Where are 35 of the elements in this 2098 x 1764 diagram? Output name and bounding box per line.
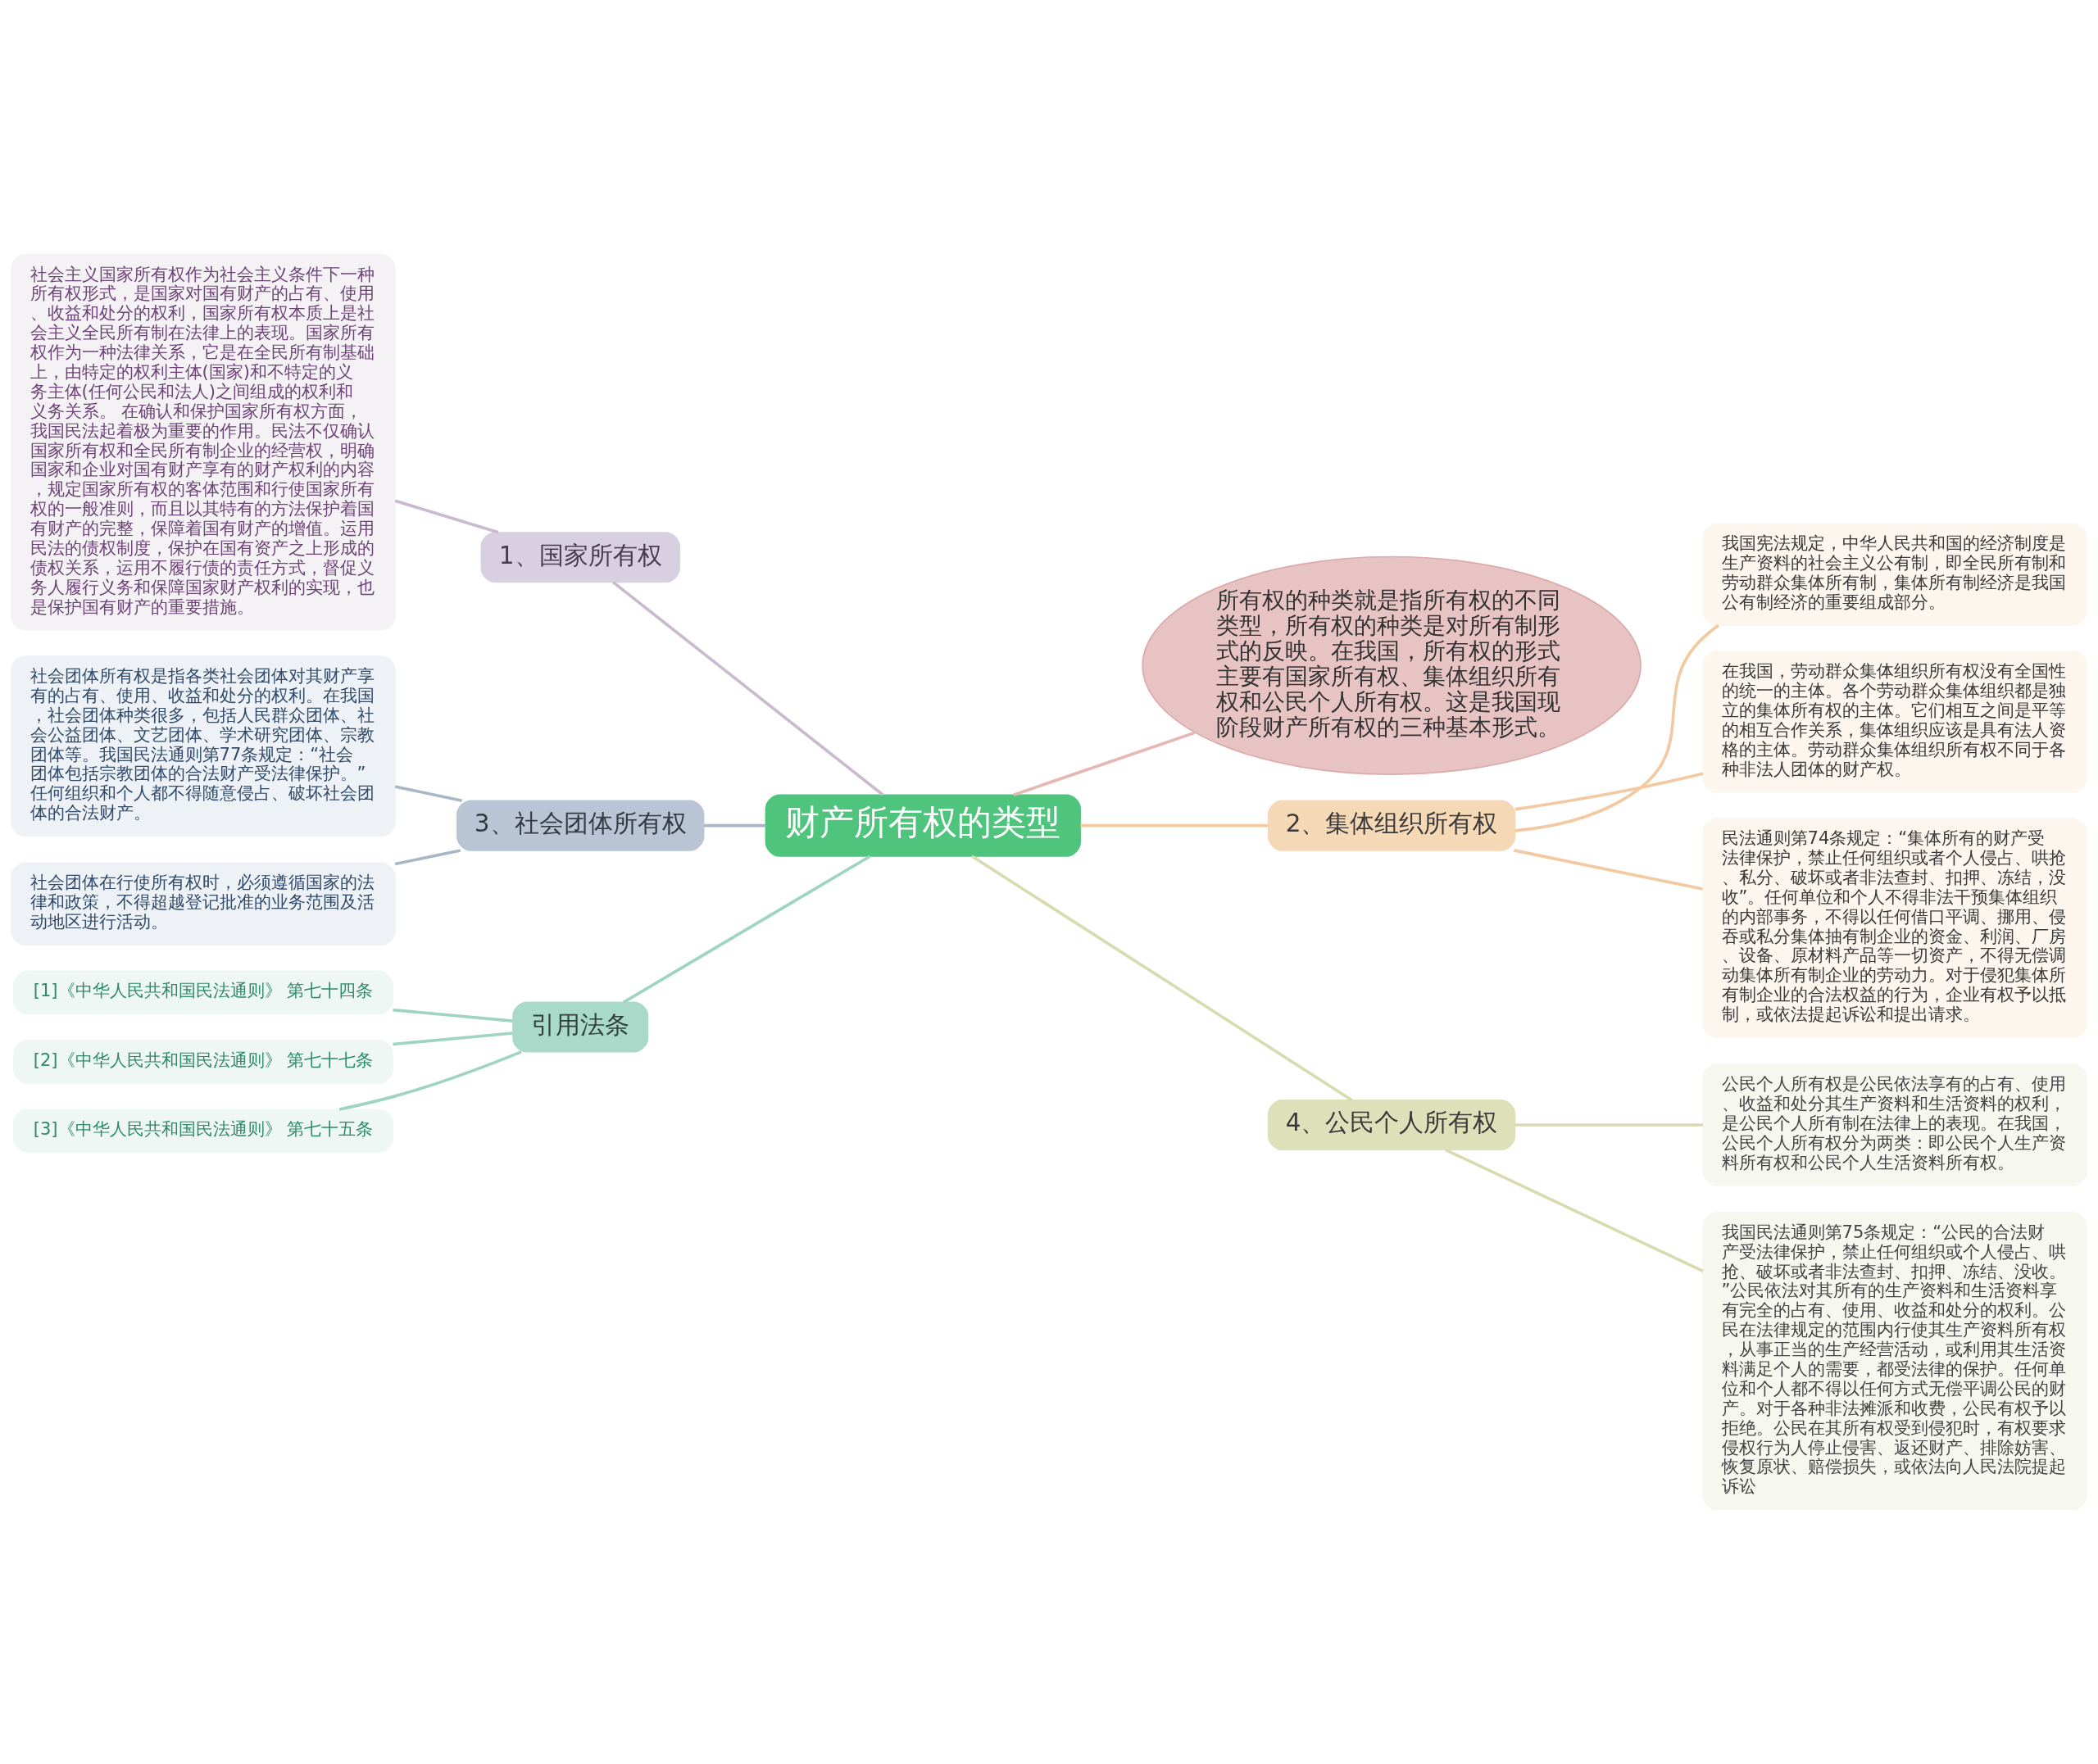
connector bbox=[611, 581, 884, 796]
node-box: 财产所有权的类型 bbox=[765, 794, 1081, 857]
connector bbox=[1080, 823, 1269, 828]
node-box: 2、集体组织所有权 bbox=[1267, 800, 1516, 851]
node-box: 社会团体所有权是指各类社会团体对其财产享有的占有、使用、收益和处分的权利。在我国，社会团体种类很多，包括人民群众团体、社会公益团体、文艺团体、学术研究团体、宗教团体等。我国民法通则第77条规定：“社会团体包括宗教团体的合法财产受法律保护。”任何组织和个人都不得随意侵占、破坏社会团体的合法财产。 bbox=[11, 655, 396, 837]
connector bbox=[1013, 731, 1196, 796]
node-box: 在我国，劳动群众集体组织所有权没有全国性的统一的主体。各个劳动群众集体组织都是独立的集体所有权的主体。它们相互之间是平等的相互合作关系，集体组织应该是具有法人资格的主体。劳动群众集体组织所有权不同于各种非法人团体的财产权。 bbox=[1702, 651, 2087, 793]
connector bbox=[394, 499, 499, 534]
node-box: 我国宪法规定，中华人民共和国的经济制度是生产资料的社会主义公有制，即全民所有制和劳动群众集体所有制，集体所有制经济是我国公有制经济的重要组成部分。 bbox=[1702, 523, 2087, 626]
connector bbox=[393, 1032, 513, 1046]
connector bbox=[1444, 1148, 1704, 1273]
node-box: 社会团体在行使所有权时，必须遵循国家的法律和政策，不得超越登记批准的业务范围及活动地区进行活动。 bbox=[11, 862, 396, 945]
node-ellipse: 所有权的种类就是指所有权的不同类型，所有权的种类是对所有制形式的反映。在我国，所有权的形式主要有国家所有权、集体组织所有权和公民个人所有权。这是我国现阶段财产所有权的三种基本形式。 bbox=[1142, 556, 1642, 775]
node-box: [3]《中华人民共和国民法通则》 第七十五条 bbox=[13, 1109, 393, 1153]
connector bbox=[394, 849, 461, 866]
node-box: 社会主义国家所有权作为社会主义条件下一种所有权形式，是国家对国有财产的占有、使用、收益和处分的权利，国家所有权本质上是社会主义全民所有制在法律上的表现。国家所有权作为一种法律关系，它是在全民所有制基础上，由特定的权利主体(国家)和不特定的义务主体(任何公民和法人)之间组成的权利和义务关系。 在确认和保护国家所有权方面，我国民法起着极为重要的作用。民法不仅确认国家所有权和全民所有制企业的经营权，明确国家和企业对国有财产享有的财产权利的内容，规定国家所有权的客体范围和行使国家所有权的一般准则，而且以其特有的方法保护着国有财产的完整，保障着国有财产的增值。运用民法的债权制度，保护在国有资产之上形成的债权关系，运用不履行债的责任方式，督促义务人履行义务和保障国家财产权利的实现，也是保护国有财产的重要措施。 bbox=[11, 253, 396, 631]
connector bbox=[1514, 849, 1703, 891]
connector bbox=[338, 1050, 522, 1111]
connector bbox=[703, 823, 766, 828]
connector bbox=[393, 1008, 513, 1023]
node-box: [2]《中华人民共和国民法通则》 第七十七条 bbox=[13, 1039, 393, 1084]
connector bbox=[1514, 1123, 1703, 1127]
node-box: 4、公民个人所有权 bbox=[1267, 1099, 1516, 1151]
connector bbox=[623, 855, 871, 1004]
connector bbox=[1514, 624, 1719, 832]
node-box: 1、国家所有权 bbox=[480, 532, 680, 583]
node-box: 民法通则第74条规定：“集体所有的财产受法律保护，禁止任何组织或者个人侵占、哄抢、私分、破坏或者非法查封、扣押、冻结，没收”。任何单位和个人不得非法干预集体组织的内部事务，不得以任何借口平调、挪用、侵吞或私分集体抽有制企业的资金、利润、厂房、设备、原材料产品等一切资产，不得无偿调动集体所有制企业的劳动力。对于侵犯集体所有制企业的合法权益的行为，企业有权予以抵制，或依法提起诉讼和提出请求。 bbox=[1702, 818, 2087, 1039]
node-box: [1]《中华人民共和国民法通则》 第七十四条 bbox=[13, 970, 393, 1015]
node-box: 引用法条 bbox=[512, 1001, 649, 1053]
connector bbox=[1514, 772, 1704, 811]
connector bbox=[970, 855, 1353, 1102]
node-box: 我国民法通则第75条规定：“公民的合法财产受法律保护，禁止任何组织或个人侵占、哄抢、破坏或者非法查封、扣押、冻结、没收。”公民依法对其所有的生产资料和生活资料享有完全的占有、使用、收益和处分的权利。公民在法律规定的范围内行使其生产资料所有权，从事正当的生产经营活动，或利用其生活资料满足个人的需要，都受法律的保护。任何单位和个人都不得以任何方式无偿平调公民的财产。对于各种非法摊派和收费，公民有权予以拒绝。公民在其所有权受到侵犯时，有权要求侵权行为人停止侵害、返还财产、排除妨害、恢复原状、赔偿损失，或依法向人民法院提起诉讼 bbox=[1702, 1211, 2087, 1511]
connector bbox=[394, 785, 463, 803]
node-box: 公民个人所有权是公民依法享有的占有、使用、收益和处分其生产资料和生活资料的权利，是公民个人所有制在法律上的表现。在我国，公民个人所有权分为两类：即公民个人生产资料所有权和公民个人生活资料所有权。 bbox=[1702, 1063, 2087, 1186]
node-box: 3、社会团体所有权 bbox=[456, 800, 705, 851]
